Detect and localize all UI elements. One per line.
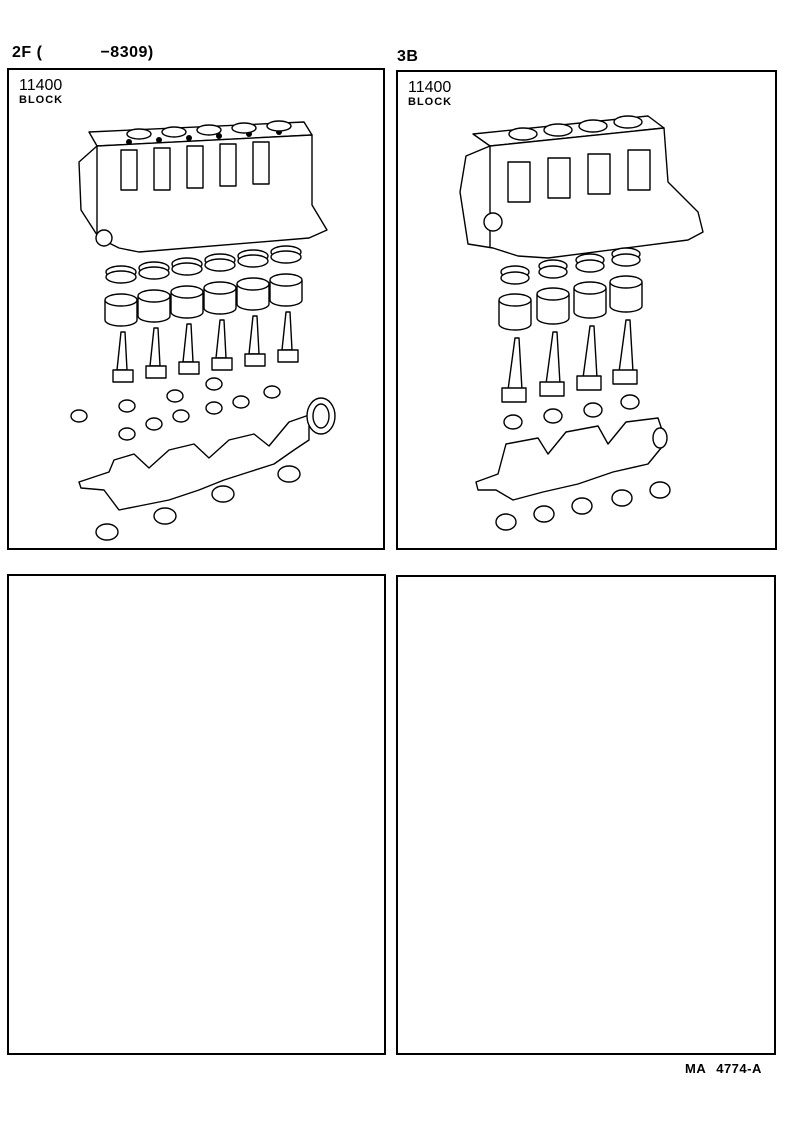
engine-label-2f: 2F ( xyxy=(12,44,43,61)
empty-panel-left xyxy=(7,574,386,1055)
figure-reference: MA 4774-A xyxy=(685,1061,762,1076)
empty-panel-right xyxy=(396,575,776,1055)
date-range: −8309) xyxy=(100,44,154,61)
panel-2f-block: 11400 BLOCK xyxy=(7,68,385,550)
panel-3b-block: 11400 BLOCK xyxy=(396,70,777,550)
engine-header-2f: 2F ( −8309) xyxy=(12,44,154,62)
figure-prefix: MA xyxy=(685,1061,707,1076)
engine-label-3b: 3B xyxy=(397,48,419,65)
engine-block-illustration xyxy=(70,120,336,541)
part-name: BLOCK xyxy=(19,94,64,106)
engine-block-illustration xyxy=(459,115,704,531)
engine-header-3b: 3B xyxy=(397,48,418,66)
part-name: BLOCK xyxy=(408,96,453,108)
part-code: 11400 xyxy=(408,79,452,96)
figure-number: 4774-A xyxy=(716,1061,762,1076)
part-code: 11400 xyxy=(19,77,63,94)
